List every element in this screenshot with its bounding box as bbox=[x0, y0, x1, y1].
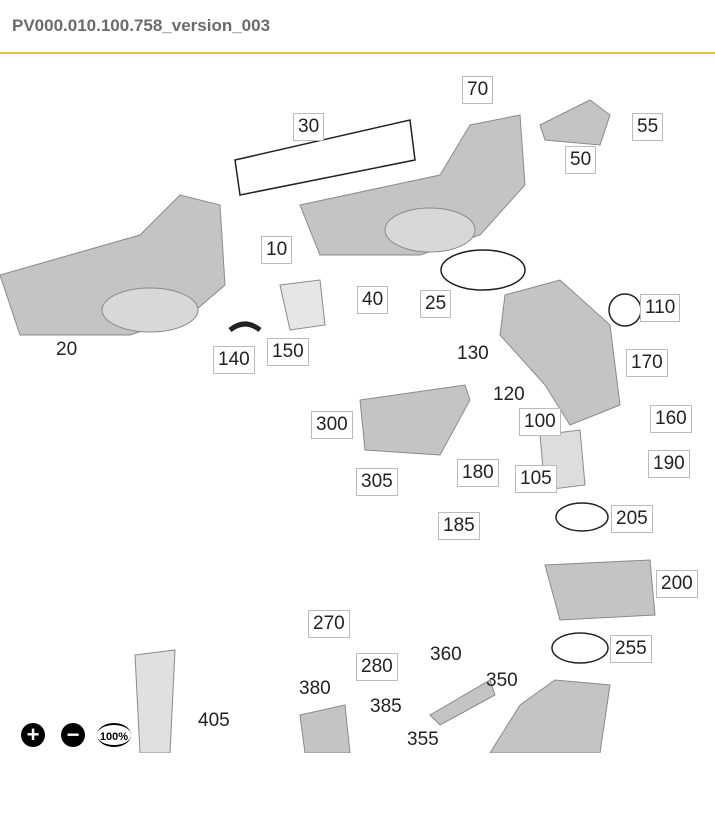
part-label[interactable]: 55 bbox=[632, 113, 664, 141]
part-label[interactable]: 200 bbox=[656, 570, 698, 598]
part-label[interactable]: 170 bbox=[626, 349, 668, 377]
part-200 bbox=[544, 559, 656, 621]
part-label[interactable]: 180 bbox=[457, 459, 499, 487]
part-50 bbox=[539, 99, 611, 146]
part-label[interactable]: 305 bbox=[356, 468, 398, 496]
part-label[interactable]: 150 bbox=[267, 338, 309, 366]
part-label[interactable]: 30 bbox=[293, 113, 325, 141]
part-350 bbox=[429, 679, 496, 726]
part-100-housing bbox=[499, 279, 621, 426]
part-label[interactable]: 50 bbox=[565, 146, 597, 174]
part-label[interactable]: 70 bbox=[462, 76, 494, 104]
parts-illustration bbox=[0, 99, 656, 753]
part-110-ring bbox=[608, 293, 642, 327]
part-label[interactable]: 185 bbox=[438, 512, 480, 540]
part-label[interactable]: 270 bbox=[308, 610, 350, 638]
part-label[interactable]: 160 bbox=[650, 405, 692, 433]
part-label[interactable]: 105 bbox=[515, 465, 557, 493]
part-label[interactable]: 190 bbox=[648, 450, 690, 478]
part-outlet-pipe bbox=[489, 679, 611, 753]
part-30-gasket bbox=[234, 119, 416, 196]
part-label[interactable]: 25 bbox=[420, 290, 452, 318]
part-140-seal bbox=[228, 321, 262, 333]
part-label[interactable]: 20 bbox=[56, 339, 78, 360]
part-255-ring bbox=[551, 632, 609, 664]
part-label[interactable]: 10 bbox=[261, 236, 293, 264]
part-300-bracket bbox=[359, 384, 471, 456]
reset-zoom-button[interactable]: 100% bbox=[97, 723, 131, 747]
part-label[interactable]: 255 bbox=[610, 635, 652, 663]
part-label[interactable]: 140 bbox=[213, 346, 255, 374]
part-hose bbox=[134, 649, 176, 753]
part-label[interactable]: 40 bbox=[357, 286, 389, 314]
part-label[interactable]: 380 bbox=[299, 678, 331, 699]
diagram-title: PV000.010.100.758_version_003 bbox=[12, 16, 271, 35]
header: PV000.010.100.758_version_003 bbox=[0, 0, 715, 54]
part-label[interactable]: 205 bbox=[611, 505, 653, 533]
zoom-out-button[interactable]: − bbox=[61, 723, 85, 747]
part-205-ring bbox=[555, 502, 609, 532]
part-label[interactable]: 130 bbox=[457, 343, 489, 364]
part-label[interactable]: 280 bbox=[356, 653, 398, 681]
diagram-canvas[interactable]: 70 30 55 50 10 40 25 110 20 140 150 130 … bbox=[0, 55, 715, 753]
part-label[interactable]: 360 bbox=[430, 644, 462, 665]
part-label[interactable]: 405 bbox=[198, 710, 230, 731]
part-label[interactable]: 100 bbox=[519, 408, 561, 436]
part-label[interactable]: 300 bbox=[311, 411, 353, 439]
part-label[interactable]: 350 bbox=[486, 670, 518, 691]
part-label[interactable]: 385 bbox=[370, 696, 402, 717]
part-label[interactable]: 120 bbox=[493, 384, 525, 405]
part-380 bbox=[299, 704, 351, 753]
zoom-in-button[interactable]: + bbox=[21, 723, 45, 747]
part-label[interactable]: 110 bbox=[640, 294, 681, 322]
part-25-oring bbox=[440, 249, 526, 291]
part-150 bbox=[279, 279, 326, 331]
part-label[interactable]: 355 bbox=[407, 729, 439, 750]
